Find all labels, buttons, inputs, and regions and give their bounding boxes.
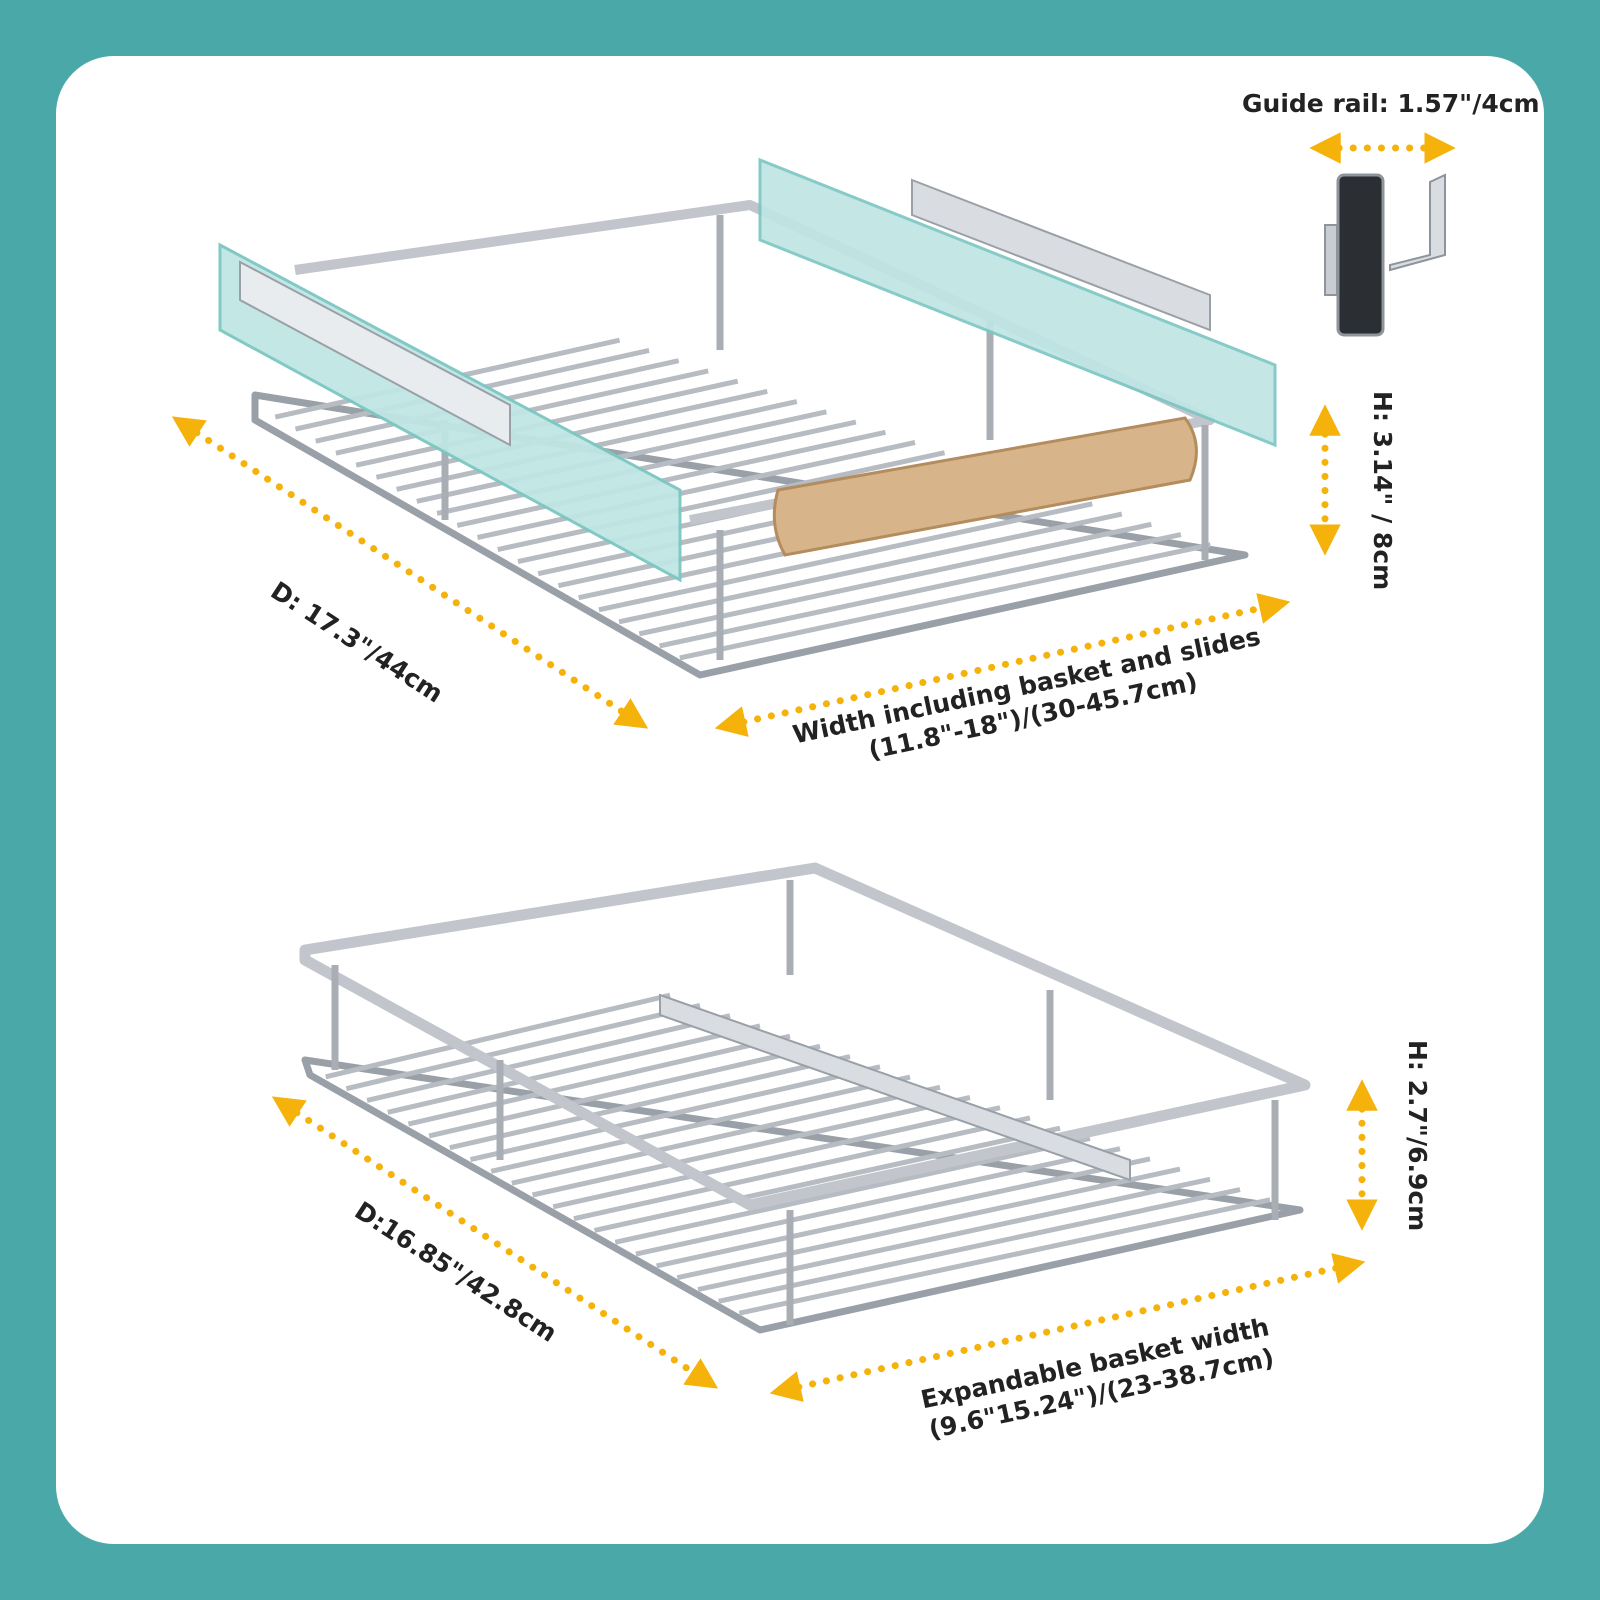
wire-rod xyxy=(325,992,671,1080)
guide-rail-label: Guide rail: 1.57"/4cm xyxy=(1242,89,1540,118)
top-right-mount-plate xyxy=(911,178,1211,332)
guide-rail-cross-section xyxy=(1324,173,1446,337)
wire-rod xyxy=(635,1146,1121,1257)
wire-rod xyxy=(618,511,1123,625)
wire-rod xyxy=(638,521,1152,637)
bottom-depth-arrow xyxy=(271,1096,719,1389)
bottom-width-arrow xyxy=(769,1253,1366,1402)
top-basket-with-slides xyxy=(218,157,1277,679)
wire-rod xyxy=(366,1013,731,1103)
wire-rod xyxy=(656,1156,1151,1269)
top-right-slide-rail xyxy=(758,157,1277,448)
wire-rod xyxy=(676,1166,1181,1281)
wire-rod xyxy=(738,1197,1271,1316)
bottom-basket-center-bar xyxy=(659,993,1131,1182)
top-height-label: H: 3.14" / 8cm xyxy=(1368,391,1398,591)
top-width-arrow xyxy=(714,593,1291,737)
bottom-height-label: H: 2.7"/6.9cm xyxy=(1403,1040,1433,1232)
wire-rod xyxy=(614,1135,1091,1245)
wire-rod xyxy=(679,542,1211,661)
dimension-arrows xyxy=(171,132,1456,1402)
wire-rod xyxy=(345,1003,701,1092)
top-depth-arrow xyxy=(171,416,649,729)
wooden-handle xyxy=(772,416,1198,557)
wire-rod xyxy=(598,501,1093,613)
